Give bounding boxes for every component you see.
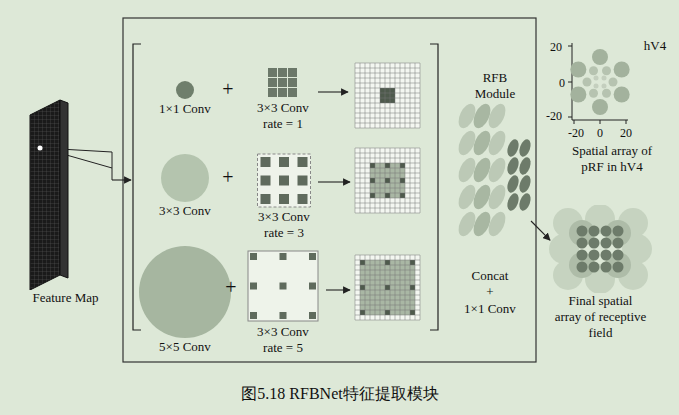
axis-tick: 0: [559, 75, 565, 91]
node-shape: [548, 205, 653, 293]
rfb-module: RFB Module: [455, 70, 535, 242]
arrow: [318, 91, 348, 92]
text-label: 1×1 Conv: [464, 301, 516, 317]
axis-tick: 20: [550, 39, 562, 55]
connector-arrow: [531, 221, 550, 240]
node-shape: [135, 245, 235, 339]
text-label: +: [225, 279, 236, 295]
axis-tick: 20: [620, 125, 632, 141]
arrow: [318, 181, 350, 182]
receptive-grid: [355, 255, 420, 320]
axis-tick: -20: [568, 125, 584, 141]
node-label: 3×3 Conv rate = 5: [252, 324, 314, 356]
receptive-field: Final spatial array of receptive field: [548, 205, 653, 341]
arrow: [326, 289, 350, 290]
conv-kernel: 3×3 Conv rate = 1: [250, 66, 316, 132]
node-label: 3×3 Conv: [153, 203, 217, 219]
node-shape: [245, 248, 321, 324]
right-bracket: [430, 44, 438, 330]
node-label: 3×3 Conv rate = 3: [253, 209, 315, 241]
text-label: hV4: [644, 38, 666, 54]
node-shape: [150, 153, 220, 203]
feature-map: Feature Map: [18, 95, 113, 306]
axis-tick: -20: [546, 108, 562, 124]
receptive-grid: [355, 63, 420, 128]
text-label: Concat: [472, 268, 509, 284]
node-label: Feature Map: [20, 290, 112, 306]
node-shape: [250, 153, 318, 209]
text-label: +: [222, 81, 233, 97]
node-label: 5×5 Conv: [150, 339, 220, 355]
node-label: 3×3 Conv rate = 1: [252, 100, 314, 132]
text-label: Spatial array of pRF in hV4: [566, 143, 658, 175]
node-shape: [160, 79, 210, 101]
node-shape: [18, 95, 113, 290]
caption: 图5.18 RFBNet特征提取模块: [241, 386, 438, 402]
node-shape: [250, 66, 316, 100]
conv-kernel: 3×3 Conv: [150, 153, 220, 219]
node-shape: [455, 102, 535, 242]
text-label: +: [486, 284, 493, 300]
receptive-grid: [355, 148, 420, 213]
conv-kernel: 5×5 Conv: [135, 245, 235, 355]
node-label: 1×1 Conv: [155, 101, 215, 117]
node-label: RFB Module: [469, 70, 521, 102]
text-label: +: [222, 169, 233, 185]
arrow: [112, 179, 131, 180]
node-label: Final spatial array of receptive field: [555, 293, 647, 341]
conv-kernel: 3×3 Conv rate = 3: [250, 153, 318, 241]
conv-kernel: 1×1 Conv: [160, 79, 210, 117]
axis-tick: 0: [597, 125, 603, 141]
pRF-plot: [568, 43, 630, 124]
conv-kernel: 3×3 Conv rate = 5: [245, 248, 321, 356]
module-frame: [123, 18, 536, 362]
